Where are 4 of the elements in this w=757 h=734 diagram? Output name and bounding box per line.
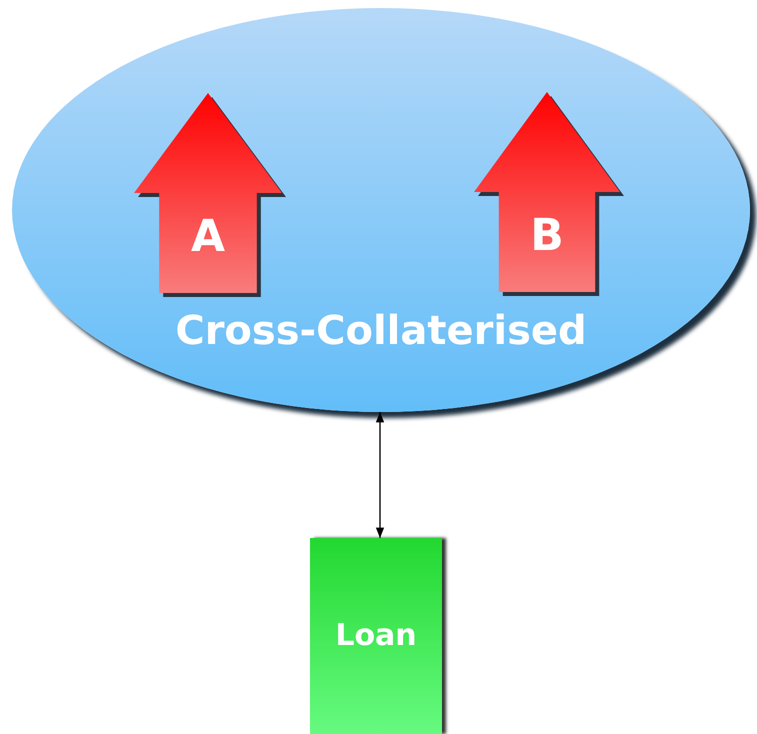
rectangle-box <box>310 538 442 734</box>
node-label: Cross-Collaterised <box>174 308 588 354</box>
double-headed-arrow <box>376 412 384 538</box>
node-label: Loan <box>334 618 418 653</box>
